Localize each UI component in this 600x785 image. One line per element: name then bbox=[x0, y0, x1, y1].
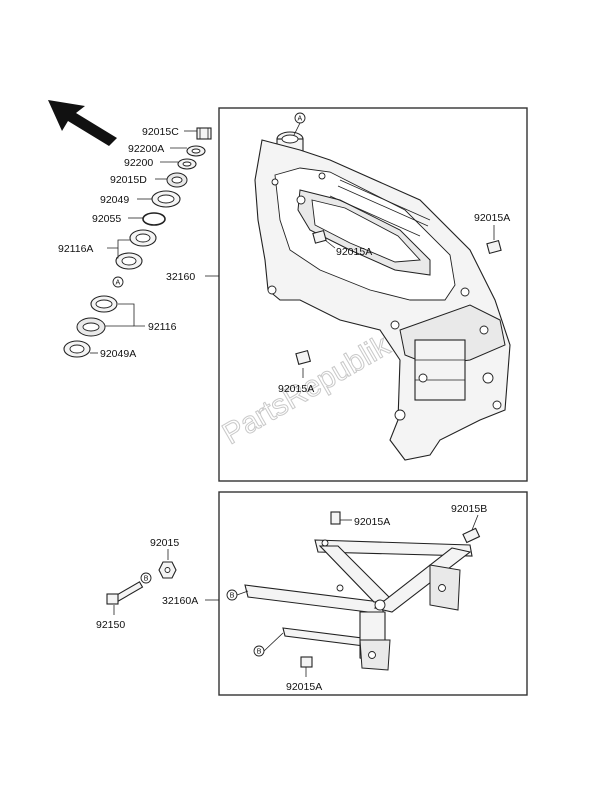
label-92049a: 92049A bbox=[100, 348, 136, 360]
callout-a-2: A bbox=[298, 116, 303, 123]
leader-lines-lower bbox=[205, 514, 479, 677]
label-32160: 32160 bbox=[166, 271, 195, 283]
label-92015a-5: 92015A bbox=[286, 681, 322, 693]
label-92200: 92200 bbox=[124, 157, 153, 169]
label-92015c: 92015C bbox=[142, 126, 179, 138]
sub-frame-32160a bbox=[226, 539, 473, 671]
label-92015d: 92015D bbox=[110, 174, 147, 186]
label-92055: 92055 bbox=[92, 213, 121, 225]
bolt-92015a-upper-3 bbox=[295, 349, 312, 366]
label-92116a: 92116A bbox=[58, 243, 93, 255]
lower-frame-panel bbox=[218, 491, 528, 696]
label-32160a: 32160A bbox=[162, 595, 198, 607]
label-92015a-3: 92015A bbox=[278, 383, 314, 395]
label-92015b: 92015B bbox=[451, 503, 487, 515]
front-direction-arrow-icon bbox=[48, 100, 117, 146]
bolt-92015a-lower-2 bbox=[300, 656, 313, 668]
label-92200a: 92200A bbox=[128, 143, 164, 155]
label-92015a-2: 92015A bbox=[336, 246, 372, 258]
callout-b-1: B bbox=[144, 576, 149, 583]
callout-a-1: A bbox=[116, 280, 121, 287]
bolt-92015a-lower-1 bbox=[330, 511, 341, 525]
leader-lines-upper bbox=[302, 225, 495, 378]
label-92116: 92116 bbox=[148, 321, 177, 333]
main-frame-32160 bbox=[254, 112, 511, 461]
label-92049: 92049 bbox=[100, 194, 129, 206]
upper-frame-panel bbox=[218, 107, 528, 482]
label-92015: 92015 bbox=[150, 537, 179, 549]
label-92150: 92150 bbox=[96, 619, 125, 631]
label-92015a-4: 92015A bbox=[354, 516, 390, 528]
leader-lines-left bbox=[90, 130, 219, 354]
bolt-92150 bbox=[106, 581, 144, 605]
bolt-92015a-upper-2 bbox=[312, 229, 327, 244]
nut-92015 bbox=[158, 561, 177, 579]
b-callouts-fastener bbox=[113, 549, 169, 615]
callout-b-3: B bbox=[257, 649, 262, 656]
steering-stem-parts bbox=[63, 127, 212, 358]
callout-b-2: B bbox=[230, 593, 235, 600]
bolt-92015a-upper-1 bbox=[486, 239, 502, 255]
bolt-92015b bbox=[462, 527, 481, 544]
label-92015a-1: 92015A bbox=[474, 212, 510, 224]
